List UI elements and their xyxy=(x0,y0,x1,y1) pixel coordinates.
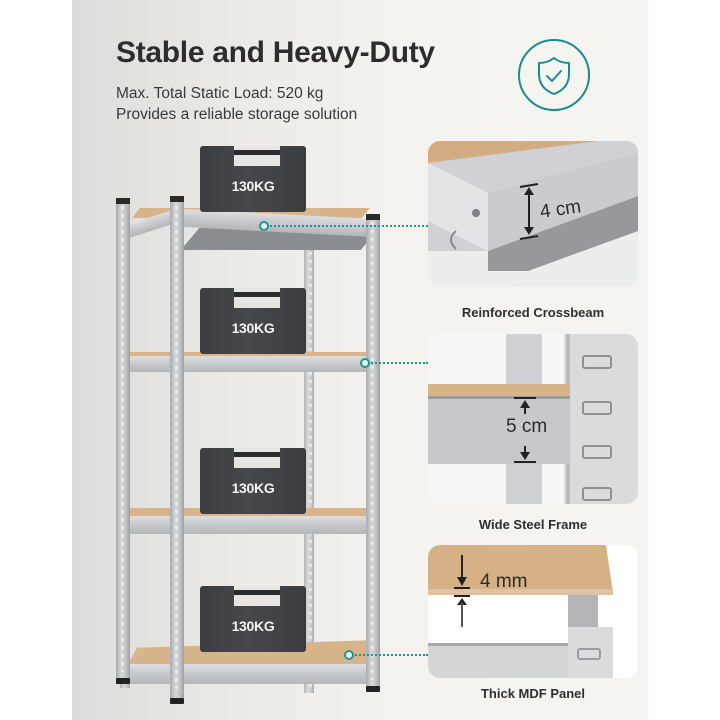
callout-line-frame xyxy=(368,362,428,364)
weight-block-2: 130KG xyxy=(200,288,306,354)
detail-card-frame: 5 cm xyxy=(428,334,638,504)
subtitle-reliable: Provides a reliable storage solution xyxy=(116,106,358,123)
post-cap-right xyxy=(366,214,380,220)
caption-mdf: Thick MDF Panel xyxy=(480,686,586,701)
product-infographic: Stable and Heavy-Duty Max. Total Static … xyxy=(72,0,648,720)
shelf-4-front-beam xyxy=(127,664,377,684)
foot-right xyxy=(366,686,380,692)
weight-block-4: 130KG xyxy=(200,586,306,652)
shelf-2-front-beam xyxy=(127,356,377,372)
shield-badge xyxy=(518,39,590,111)
mdf-closeup xyxy=(428,545,638,678)
post-cap-left xyxy=(116,198,130,204)
foot-left xyxy=(116,678,130,684)
caption-frame: Wide Steel Frame xyxy=(478,517,588,532)
shield-check-icon xyxy=(538,57,570,95)
measurement-5cm: 5 cm xyxy=(506,416,548,437)
weight-label: 130KG xyxy=(231,618,275,634)
front-post-middle xyxy=(170,200,184,698)
detail-card-crossbeam: 4 cm xyxy=(428,141,638,287)
front-post-right xyxy=(366,216,380,686)
frame-closeup xyxy=(428,334,638,504)
weight-block-3: 130KG xyxy=(200,448,306,514)
headline: Stable and Heavy-Duty xyxy=(116,36,435,69)
crossbeam-closeup xyxy=(428,141,638,287)
post-cap-middle xyxy=(170,196,184,202)
subtitle-load: Max. Total Static Load: 520 kg xyxy=(116,85,324,102)
shelf-3-front-beam xyxy=(127,516,377,534)
measurement-4mm: 4 mm xyxy=(480,571,528,592)
weight-label: 130KG xyxy=(231,480,275,496)
shelf-2-panel xyxy=(127,352,377,358)
callout-line-mdf xyxy=(352,654,428,656)
back-post-right xyxy=(304,238,314,693)
weight-block-1: 130KG xyxy=(200,146,306,212)
callout-line-crossbeam xyxy=(267,225,428,227)
front-post-left xyxy=(116,200,130,678)
weight-label: 130KG xyxy=(231,320,275,336)
foot-middle xyxy=(170,698,184,704)
caption-crossbeam: Reinforced Crossbeam xyxy=(461,305,605,320)
detail-card-mdf: 4 mm xyxy=(428,545,638,678)
weight-label: 130KG xyxy=(231,178,275,194)
